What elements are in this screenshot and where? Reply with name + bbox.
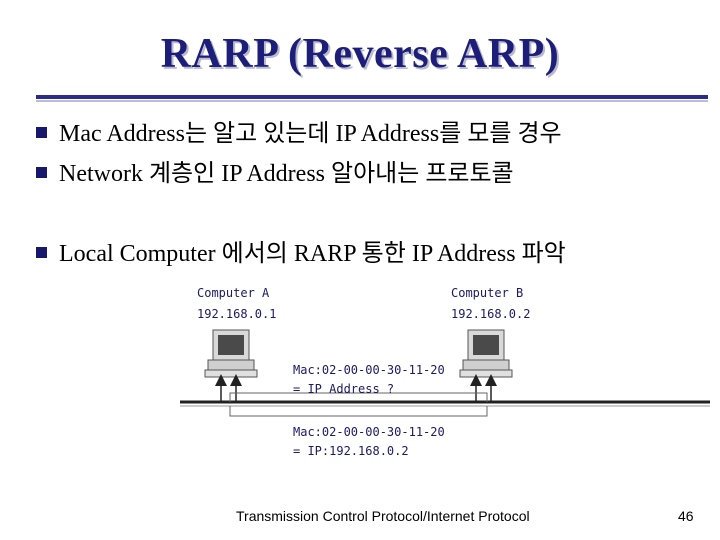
square-bullet-icon <box>36 167 47 178</box>
computer-a-icon <box>204 329 258 378</box>
reply-ip: = IP:192.168.0.2 <box>293 444 409 458</box>
rarp-diagram: Computer A 192.168.0.1 Computer B 192.16… <box>180 286 710 458</box>
square-bullet-icon <box>36 127 47 138</box>
computer-a-name: Computer A <box>197 286 270 300</box>
slide-title: RARP (Reverse ARP) <box>160 31 560 77</box>
reply-mac: Mac:02-00-00-30-11-20 <box>293 425 445 439</box>
rarp-request-path <box>229 392 488 402</box>
computer-a-ip: 192.168.0.1 <box>197 307 276 321</box>
bullet-text: Mac Address는 알고 있는데 IP Address를 모를 경우 <box>59 121 562 147</box>
title-divider-shadow <box>36 100 708 102</box>
bullet-text: Local Computer 에서의 RARP 통한 IP Address 파악 <box>59 241 566 267</box>
bullet-item-2: Network 계층인 IP Address 알아내는 프로토콜 <box>36 160 514 188</box>
title-divider <box>36 95 708 99</box>
page-number: 46 <box>678 508 694 524</box>
request-question: = IP Address ? <box>293 382 394 396</box>
bullet-text: Network 계층인 IP Address 알아내는 프로토콜 <box>59 161 514 187</box>
bullet-item-3: Local Computer 에서의 RARP 통한 IP Address 파악 <box>36 240 566 268</box>
slide-footer: Transmission Control Protocol/Internet P… <box>236 508 530 524</box>
rarp-reply-path <box>229 406 488 417</box>
computer-b-name: Computer B <box>451 286 523 300</box>
request-mac: Mac:02-00-00-30-11-20 <box>293 363 445 377</box>
square-bullet-icon <box>36 247 47 258</box>
computer-b-icon <box>459 329 513 378</box>
computer-b-ip: 192.168.0.2 <box>451 307 530 321</box>
bullet-item-1: Mac Address는 알고 있는데 IP Address를 모를 경우 <box>36 120 562 148</box>
